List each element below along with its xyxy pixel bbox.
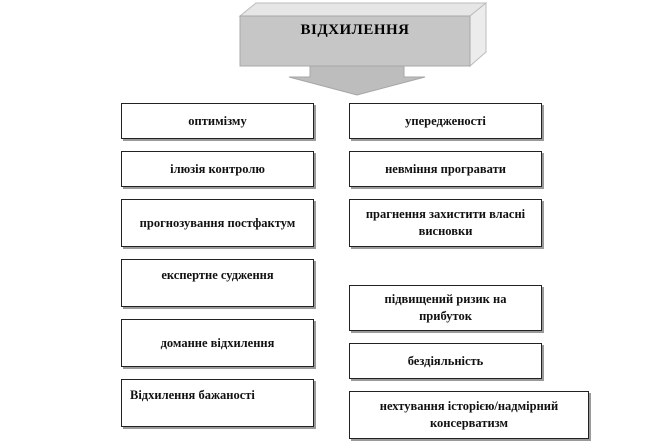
left-box-hindsight-forecasting: прогнозування постфактум bbox=[121, 199, 314, 247]
header-block: ВІДХИЛЕННЯ bbox=[0, 0, 651, 100]
left-box-desirability-deviation: Відхилення бажаності bbox=[121, 379, 314, 427]
right-box-conservatism: нехтування історією/надмірний консервати… bbox=[349, 391, 589, 439]
down-arrow-icon bbox=[288, 65, 426, 96]
diagram-title: ВІДХИЛЕННЯ bbox=[300, 22, 410, 38]
right-box-inaction: бездіяльність bbox=[349, 343, 542, 379]
left-box-domain-deviation: доманне відхилення bbox=[121, 319, 314, 367]
left-box-expert-judgement: експертне судження bbox=[121, 259, 314, 307]
right-box-bias: упередженості bbox=[349, 103, 542, 139]
left-box-optimism: оптимізму bbox=[121, 103, 314, 139]
header-3d-box bbox=[238, 1, 488, 96]
left-box-control-illusion: ілюзія контролю bbox=[121, 151, 314, 187]
right-box-defend-conclusions: прагнення захистити власні висновки bbox=[349, 199, 542, 247]
right-box-inability-to-lose: невміння програвати bbox=[349, 151, 542, 187]
right-box-increased-risk: підвищений ризик на прибуток bbox=[349, 285, 542, 331]
